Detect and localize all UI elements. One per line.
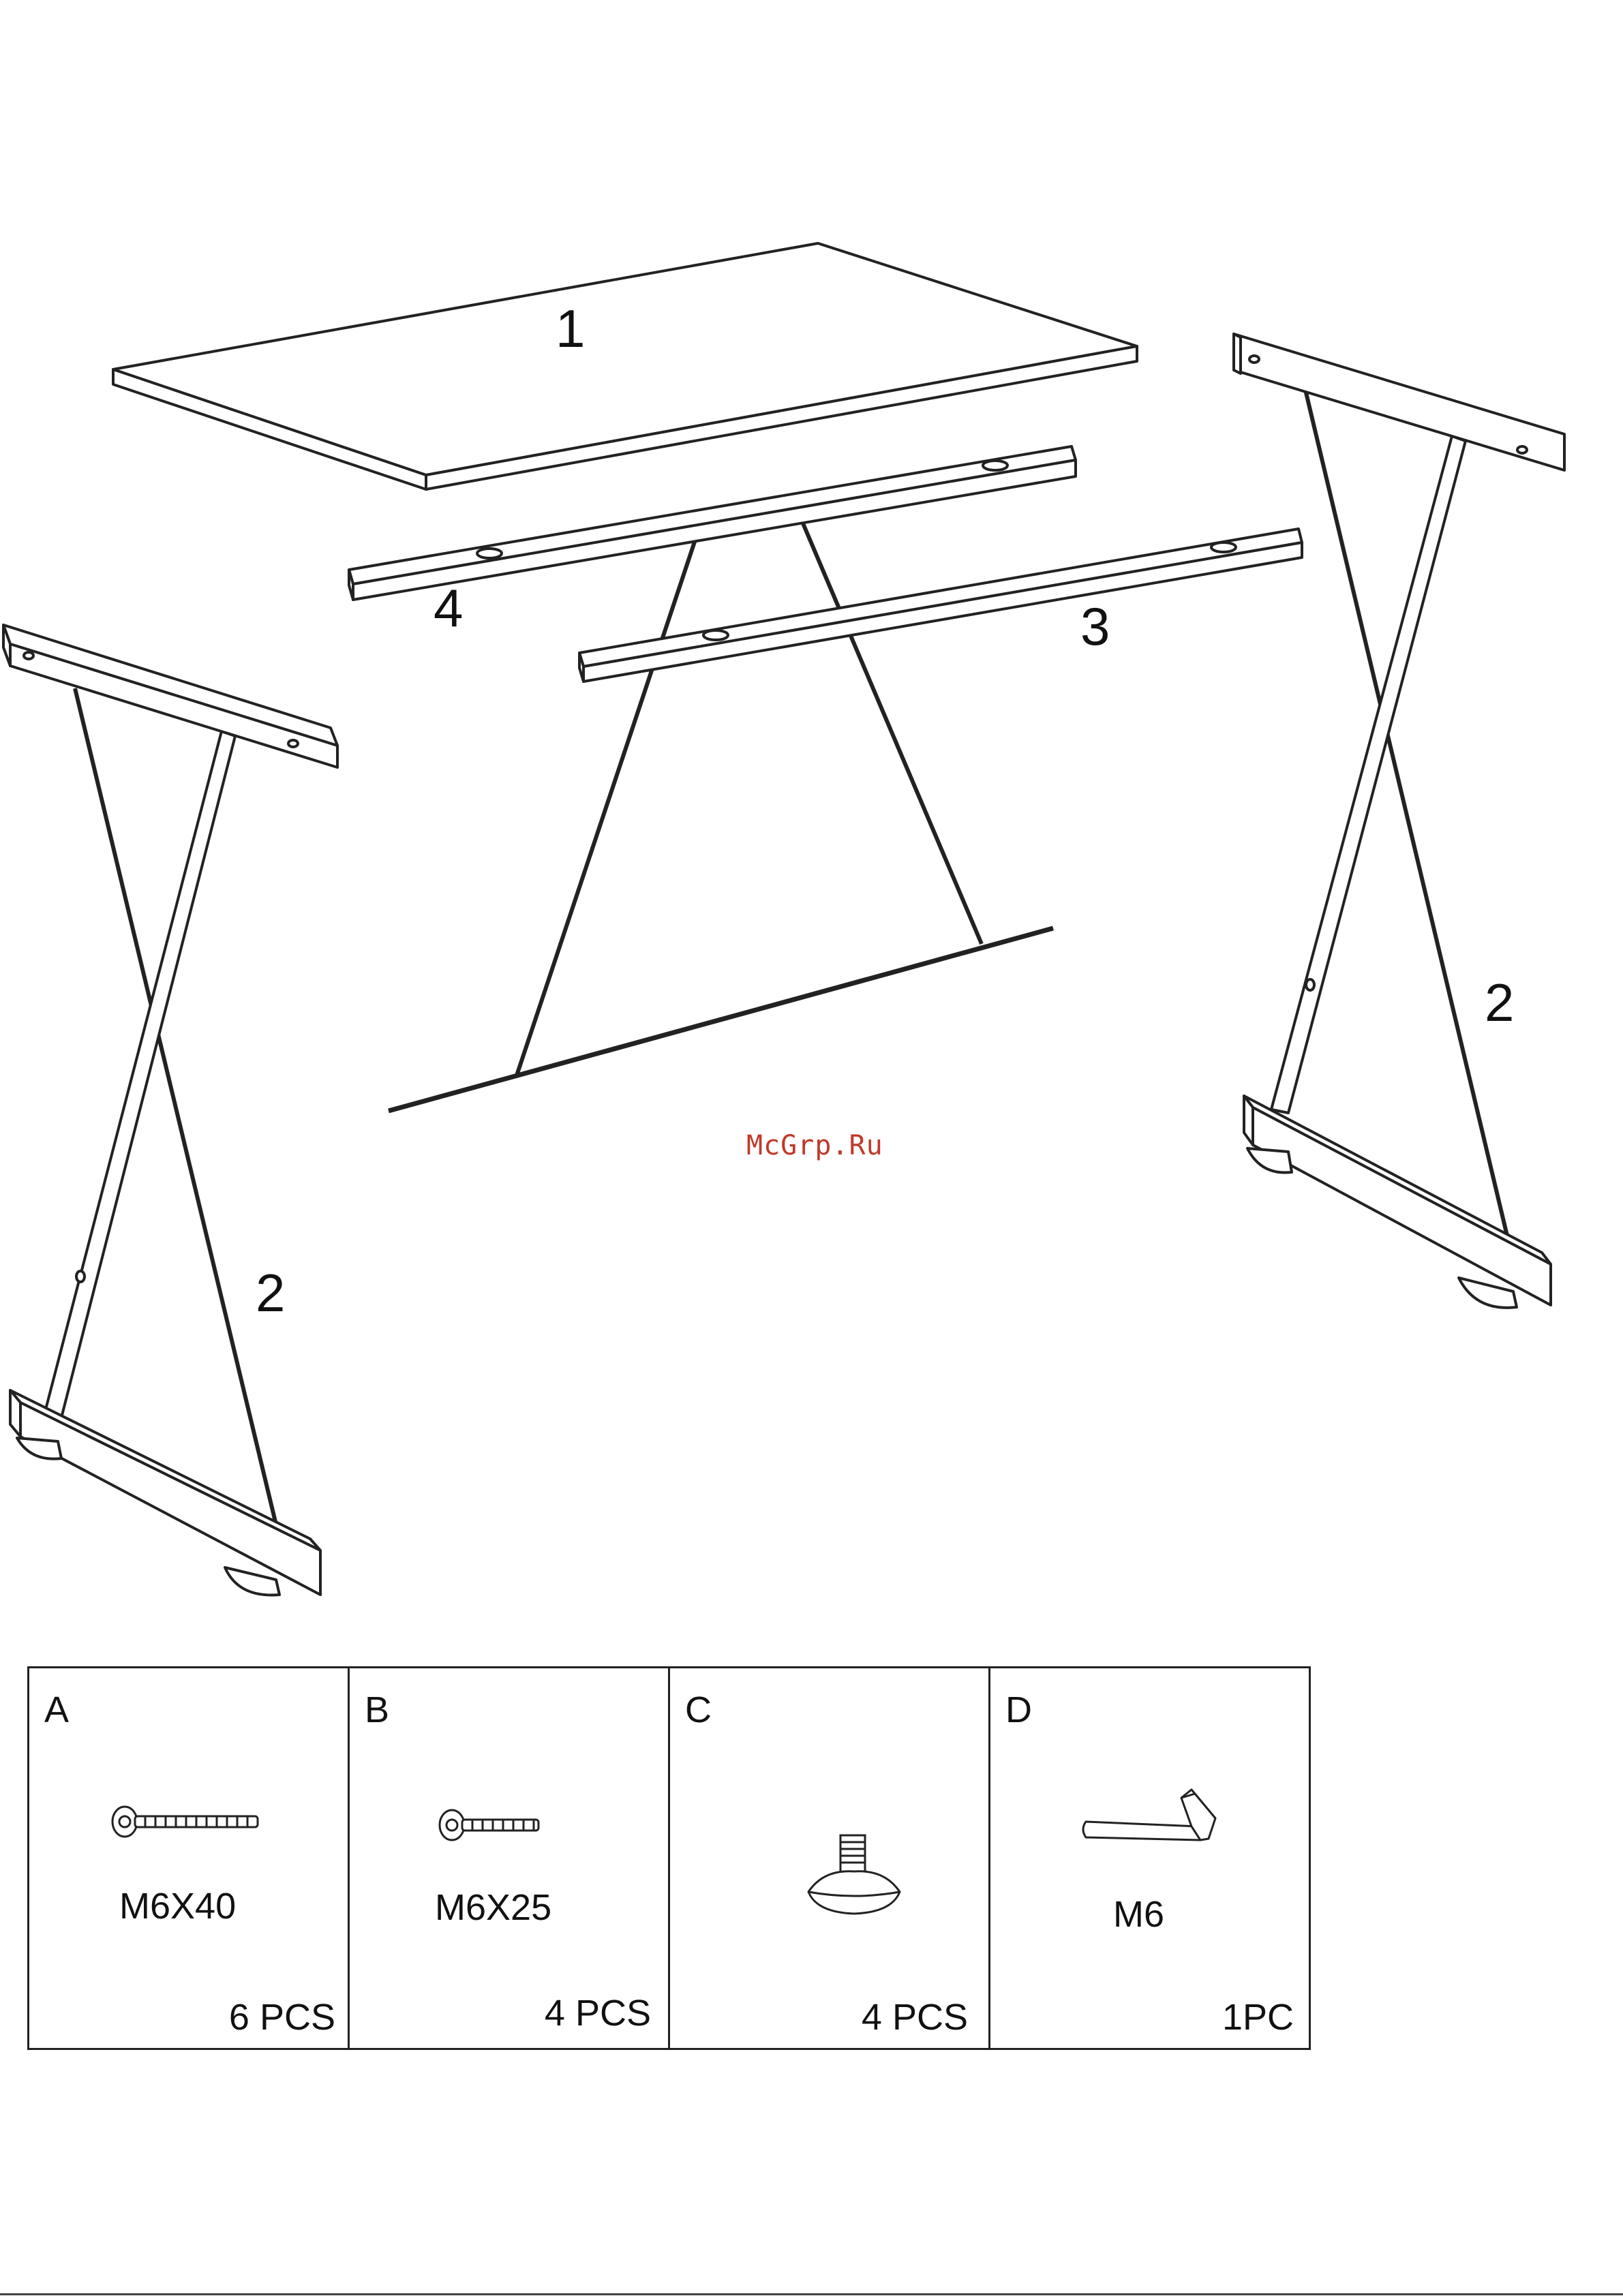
part-spec: M6X25	[435, 1886, 551, 1929]
long-bolt-icon	[108, 1801, 264, 1842]
right-leg-frame	[1234, 334, 1564, 1308]
part-cell-d: D M6 1PC	[990, 1668, 1309, 2048]
left-leg-label: 2	[256, 1266, 285, 1319]
tabletop-panel	[113, 243, 1137, 489]
short-bolt-icon	[435, 1805, 544, 1846]
part-spec: M6X40	[119, 1885, 236, 1927]
part-cell-c: C 4 PCS	[670, 1668, 990, 2048]
part-letter: C	[685, 1689, 712, 1731]
tabletop-label: 1	[556, 302, 585, 355]
part-cell-a: A M6X40 6 PCS	[29, 1668, 350, 2048]
front-rail	[579, 529, 1302, 682]
part-letter: D	[1005, 1689, 1032, 1731]
part-quantity: 4 PCS	[545, 1992, 651, 2034]
right-leg-label: 2	[1485, 976, 1514, 1029]
front-rail-label: 3	[1080, 600, 1110, 653]
assembly-diagram	[0, 0, 1623, 1636]
part-spec: M6	[1113, 1893, 1164, 1935]
part-quantity: 6 PCS	[229, 1996, 335, 2038]
page-bottom-rule	[0, 2293, 1623, 2295]
part-quantity: 1PC	[1222, 1996, 1294, 2038]
watermark: McGrp.Ru	[746, 1130, 883, 1161]
back-rail-frame	[349, 446, 1076, 1111]
leveling-foot-icon	[803, 1832, 905, 1920]
hardware-parts-table: A M6X40 6 PCS B M6X25 4 PCS C	[27, 1666, 1311, 2050]
part-letter: A	[44, 1689, 69, 1731]
left-leg-frame	[3, 625, 337, 1595]
part-letter: B	[365, 1689, 389, 1731]
part-cell-b: B M6X25 4 PCS	[350, 1668, 670, 2048]
back-rail-label: 4	[434, 581, 463, 634]
part-quantity: 4 PCS	[862, 1996, 968, 2038]
hex-key-icon	[1079, 1784, 1236, 1852]
